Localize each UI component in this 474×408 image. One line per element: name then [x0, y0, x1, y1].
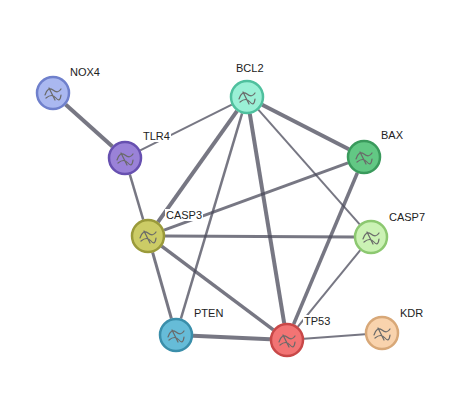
- node-circle: [364, 315, 400, 351]
- interaction-edge: [165, 235, 354, 239]
- protein-label: TP53: [303, 315, 331, 327]
- node-circle: [269, 322, 305, 358]
- protein-label: CASP7: [388, 211, 426, 223]
- protein-node: NOX4: [35, 75, 71, 111]
- protein-label: PTEN: [193, 307, 224, 319]
- protein-node: BCL2: [229, 79, 265, 115]
- interaction-edge: [193, 336, 270, 339]
- protein-node: CASP3: [130, 218, 166, 254]
- interaction-edge: [140, 105, 232, 151]
- interaction-edge: [66, 104, 113, 146]
- interaction-edge: [294, 173, 358, 325]
- interaction-edge: [153, 252, 172, 318]
- interaction-edge: [164, 163, 348, 230]
- node-circle: [229, 79, 265, 115]
- protein-node: BAX: [346, 139, 382, 175]
- interaction-edge: [298, 250, 361, 327]
- protein-label: KDR: [399, 307, 424, 319]
- interaction-edge: [262, 105, 349, 149]
- protein-node: KDR: [364, 315, 400, 351]
- node-circle: [353, 219, 389, 255]
- protein-label: CASP3: [165, 209, 203, 221]
- interaction-edge: [304, 334, 365, 339]
- node-circle: [35, 75, 71, 111]
- node-circle: [158, 317, 194, 353]
- protein-node: TLR4: [107, 140, 143, 176]
- protein-label: TLR4: [142, 130, 171, 142]
- protein-node: PTEN: [158, 317, 194, 353]
- protein-node: TP53: [269, 322, 305, 358]
- protein-label: NOX4: [69, 66, 101, 78]
- interaction-edge: [130, 174, 143, 219]
- interaction-edge: [250, 114, 284, 323]
- node-circle: [130, 218, 166, 254]
- protein-label: BAX: [380, 129, 404, 141]
- interaction-edge: [162, 246, 274, 330]
- node-circle: [107, 140, 143, 176]
- protein-label: BCL2: [235, 62, 265, 74]
- protein-node: CASP7: [353, 219, 389, 255]
- node-circle: [346, 139, 382, 175]
